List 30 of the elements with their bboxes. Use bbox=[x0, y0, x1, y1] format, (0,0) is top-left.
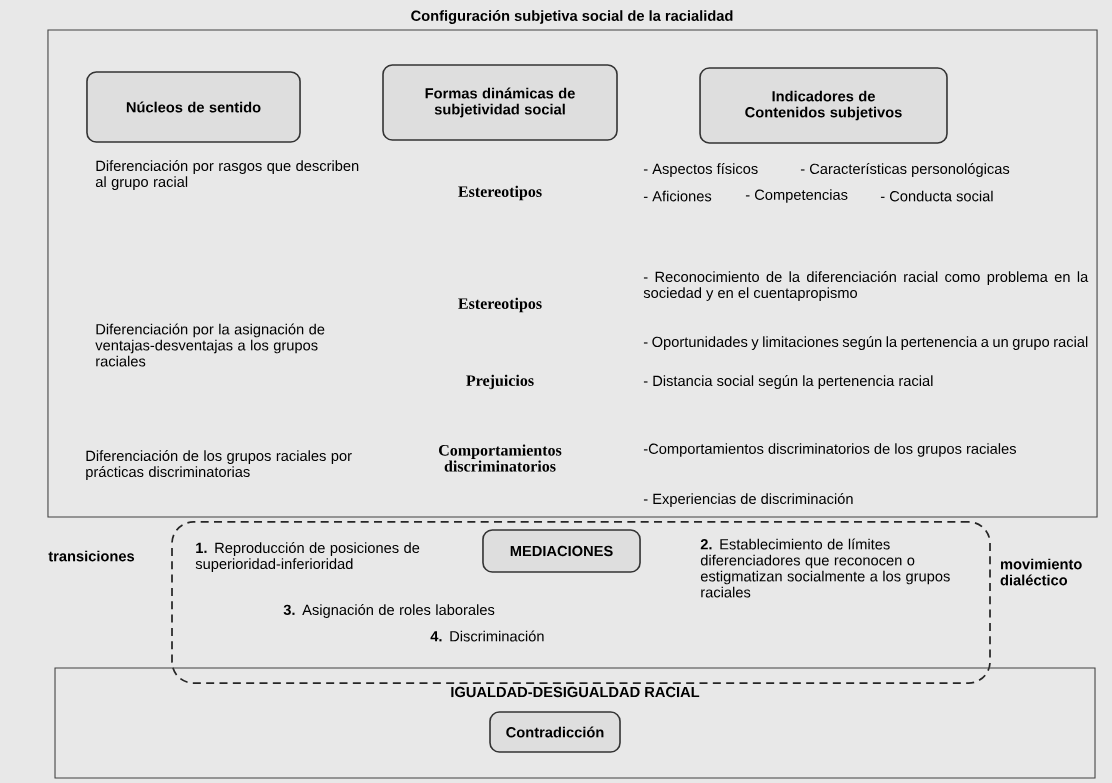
row-text: Diferenciación por la asignación de ventajas-desventajas a los grupos raciales bbox=[95, 323, 325, 367]
indicator-text: - Competencias bbox=[745, 189, 848, 203]
indicator-text: - Conducta social bbox=[880, 190, 993, 202]
row-text: Diferenciación por rasgos que describen al grupo racial bbox=[95, 160, 359, 190]
heading: Configuración subjetiva social de la racialidad bbox=[411, 10, 733, 24]
indicator-text: - Experiencias de discriminación bbox=[643, 493, 853, 507]
header-box: Núcleos de sentido bbox=[86, 71, 301, 143]
indicator-text: - Características personológicas bbox=[800, 163, 1010, 177]
header-box: MEDIACIONES bbox=[482, 529, 641, 573]
indicator-text: - Distancia social según la pertenencia racial bbox=[643, 375, 933, 389]
indicator-text: - Aspectos físicos bbox=[643, 163, 758, 177]
header-box: Contradicción bbox=[489, 711, 621, 753]
indicator-text: - Aficiones bbox=[643, 190, 712, 202]
row-text: Diferenciación de los grupos raciales por prácticas discriminatorias bbox=[86, 450, 352, 480]
header-box: Indicadores de Contenidos subjetivos bbox=[699, 67, 948, 144]
side-label: transiciones bbox=[48, 550, 135, 562]
category-text: Estereotipos bbox=[458, 185, 542, 201]
item-text: 2. Establecimiento de límites diferenciadores que reconocen o estigmatizan socialmente a los grupos raciales bbox=[700, 538, 950, 598]
category-text: Prejuicios bbox=[466, 374, 534, 390]
category-text: Comportamientos discriminatorios bbox=[439, 444, 562, 472]
indicator-text: -Comportamientos discriminatorios de los grupos raciales bbox=[643, 443, 1016, 457]
side-label: movimiento dialéctico bbox=[1000, 558, 1082, 586]
indicator-text: - Oportunidades y limitaciones según la pertenencia a un grupo racial bbox=[643, 336, 1088, 350]
indicator-text: - Reconocimiento de la diferenciación racial como problema en la sociedad y en el cuentapropismo bbox=[643, 271, 1089, 301]
header-box: Formas dinámicas de subjetividad social bbox=[382, 64, 618, 141]
category-text: Estereotipos bbox=[458, 297, 542, 313]
heading: IGUALDAD-DESIGUALDAD RACIAL bbox=[451, 686, 700, 698]
item-text: 4. Discriminación bbox=[430, 630, 544, 642]
item-text: 1. Reproducción de posiciones de superioridad-inferioridad bbox=[195, 542, 420, 572]
item-text: 3. Asignación de roles laborales bbox=[283, 604, 495, 618]
